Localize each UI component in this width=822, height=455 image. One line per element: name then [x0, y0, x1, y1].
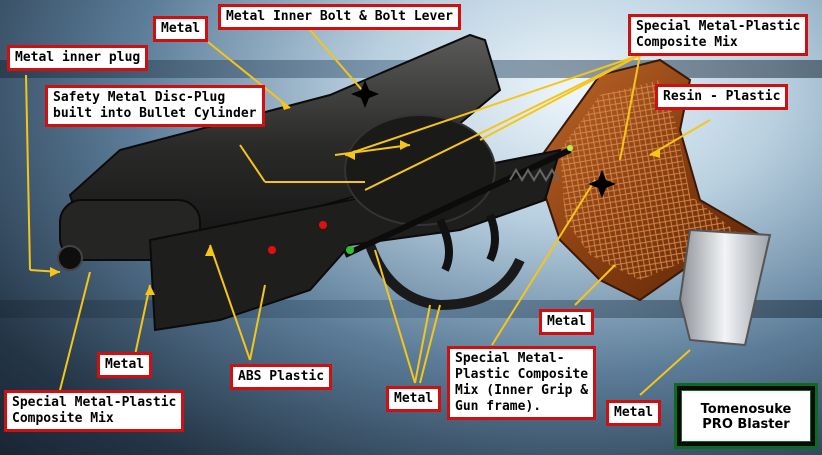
arrow-heads: [50, 100, 660, 295]
label-metal-trigger-guard: Metal: [539, 309, 595, 335]
label-metal-top: Metal: [153, 16, 209, 42]
star-markers: [351, 80, 616, 198]
label-inner-plug: Metal inner plug: [7, 45, 149, 71]
label-metal-butt: Metal: [606, 400, 662, 426]
label-resin: Resin - Plastic: [655, 84, 789, 110]
butt-plate: [678, 228, 772, 347]
label-inner-bolt: Metal Inner Bolt & Bolt Lever: [218, 4, 461, 30]
trigger: [436, 218, 453, 272]
label-metal-front: Metal: [97, 352, 153, 378]
label-abs: ABS Plastic: [230, 364, 333, 390]
muzzle: [57, 245, 83, 271]
cylinder: [344, 114, 496, 226]
callout-arrows: [25, 29, 711, 396]
label-metal-bottom: Metal: [386, 386, 442, 412]
